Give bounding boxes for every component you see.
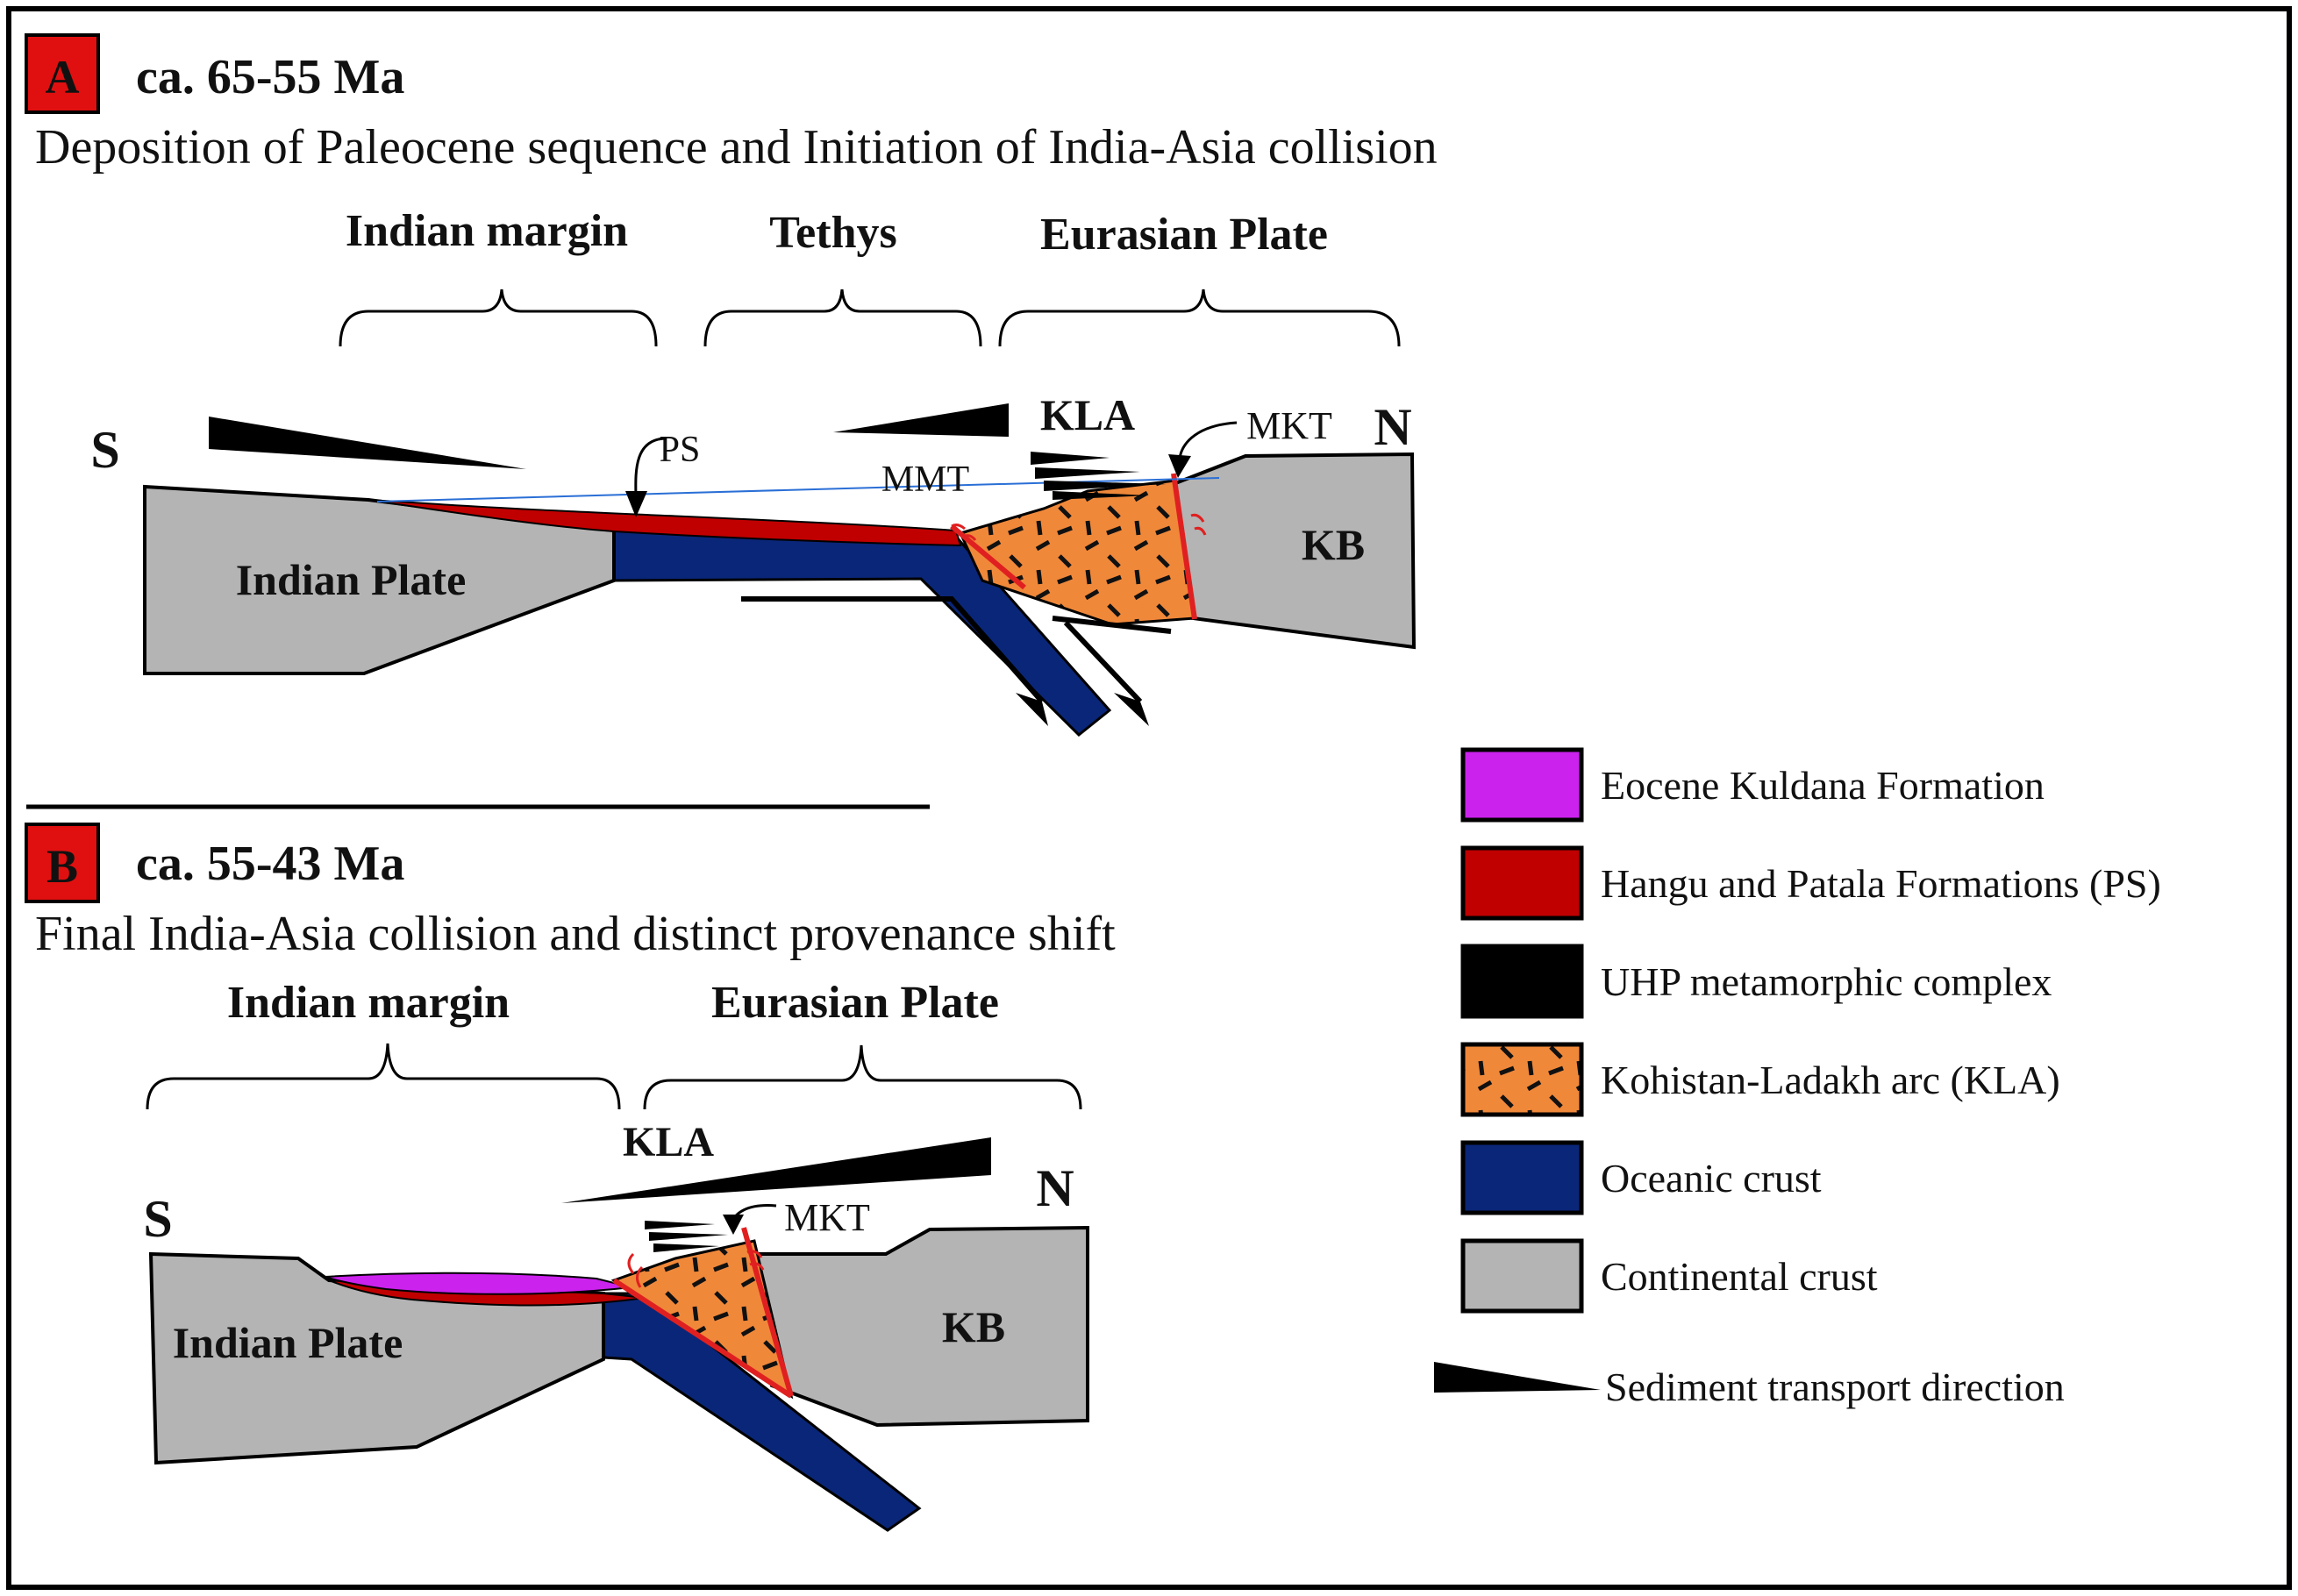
panel-a-domain-eurasian: Eurasian Plate <box>1040 210 1328 260</box>
panel-b-kb-label: KB <box>942 1302 1005 1351</box>
panel-a: A ca. 65-55 Ma Deposition of Paleocene s… <box>25 33 1438 737</box>
legend-item: Eocene Kuldana Formation <box>1460 747 2045 823</box>
panel-a-domain-tethys: Tethys <box>769 208 896 258</box>
panel-b-domain-indian-margin: Indian margin <box>227 978 510 1028</box>
panel-a-ps-sediments <box>368 499 962 547</box>
legend-label: Kohistan-Ladakh arc (KLA) <box>1601 1058 2060 1102</box>
panel-a-caption: Deposition of Paleocene sequence and Ini… <box>35 120 1438 175</box>
panel-b-mkt-label: MKT <box>784 1196 870 1239</box>
panel-a-letter: A <box>46 51 80 103</box>
panel-b-south-label: S <box>143 1190 172 1248</box>
legend-item: Kohistan-Ladakh arc (KLA) <box>1460 1042 2060 1117</box>
legend-label: Eocene Kuldana Formation <box>1601 763 2045 808</box>
legend-label: Oceanic crust <box>1601 1156 1822 1201</box>
panel-a-domain-indian-margin: Indian margin <box>346 206 628 256</box>
legend-swatch <box>1460 1140 1584 1215</box>
panel-a-subduction-arrow-1 <box>741 596 1048 726</box>
panel-a-brace-indian <box>339 289 658 347</box>
panel-a-age: ca. 65-55 Ma <box>136 50 404 104</box>
legend-arrow-label: Sediment transport direction <box>1605 1364 2065 1409</box>
legend-swatch <box>1460 1238 1584 1314</box>
panel-b-fault-tick-1 <box>627 1252 644 1288</box>
panel-a-brace-eurasian <box>998 289 1401 347</box>
panel-a-ps-label: PS <box>660 430 701 470</box>
panel-b-mkt-fault <box>741 1227 794 1397</box>
panel-b-indian-plate-label: Indian Plate <box>173 1318 403 1367</box>
legend-item: UHP metamorphic complex <box>1460 944 2052 1019</box>
panel-b-age: ca. 55-43 Ma <box>136 837 404 891</box>
legend-label: UHP metamorphic complex <box>1601 959 2052 1004</box>
panel-a-ps-leader-head <box>625 491 647 517</box>
panel-a-kb-block <box>1164 452 1417 650</box>
legend-swatch <box>1460 1042 1584 1117</box>
legend-swatch <box>1460 747 1584 823</box>
legend-label: Continental crust <box>1601 1254 1878 1299</box>
panel-a-thrust-symbol <box>1031 452 1167 500</box>
panel-a-letter-box <box>25 33 100 114</box>
panel-a-transport-arrow-north <box>833 403 1009 437</box>
panel-a-mkt-label: MKT <box>1246 404 1332 447</box>
panel-b-kla-label: KLA <box>623 1119 714 1165</box>
legend-label: Hangu and Patala Formations (PS) <box>1601 861 2161 906</box>
panel-b-brace-eurasian <box>643 1044 1082 1110</box>
panel-a-south-label: S <box>90 421 119 479</box>
panel-b: B ca. 55-43 Ma Final India-Asia collisio… <box>25 823 1116 1532</box>
panel-a-fault-tick-1 <box>951 524 977 541</box>
panel-a-mkt-fault <box>1171 473 1197 620</box>
legend-swatch <box>1460 944 1584 1019</box>
panel-b-south-fault <box>612 1278 793 1399</box>
panel-a-brace-tethys <box>703 289 982 347</box>
panel-b-domain-eurasian: Eurasian Plate <box>711 978 999 1028</box>
legend-arrow-icon <box>1434 1362 1601 1393</box>
panel-b-kuldana-formation <box>324 1272 632 1295</box>
panel-b-indian-plate <box>148 1251 605 1465</box>
panel-a-indian-plate-label: Indian Plate <box>236 555 467 604</box>
legend-item: Oceanic crust <box>1460 1140 1822 1215</box>
panel-a-mkt-leader-head <box>1168 454 1191 478</box>
panel-a-mmt-label: MMT <box>881 460 969 500</box>
panel-b-transport-arrow <box>561 1137 991 1203</box>
panel-b-kb-block <box>747 1225 1089 1428</box>
panel-b-brace-indian <box>146 1043 621 1110</box>
legend-arrow-item: Sediment transport direction <box>1434 1362 2065 1409</box>
panel-a-transport-arrow-south <box>209 417 526 469</box>
legend-swatch <box>1460 845 1584 921</box>
panel-b-north-label: N <box>1036 1159 1074 1217</box>
panel-a-kla-label: KLA <box>1040 390 1135 439</box>
panel-a-subduction-arrow-2 <box>1052 616 1172 726</box>
legend-item: Continental crust <box>1460 1238 1878 1314</box>
panel-b-letter-box <box>25 823 100 903</box>
panel-a-kb-label: KB <box>1302 520 1365 569</box>
panel-b-caption: Final India-Asia collision and distinct … <box>35 907 1116 961</box>
panel-b-thrust-symbol <box>645 1221 728 1252</box>
panel-a-fault-tick-2 <box>1190 513 1207 536</box>
panel-b-fault-tick-2 <box>746 1250 765 1271</box>
panel-b-mkt-leader-head <box>723 1215 744 1235</box>
panel-b-letter: B <box>46 840 78 893</box>
legend-item: Hangu and Patala Formations (PS) <box>1460 845 2161 921</box>
panel-a-north-label: N <box>1374 398 1411 456</box>
